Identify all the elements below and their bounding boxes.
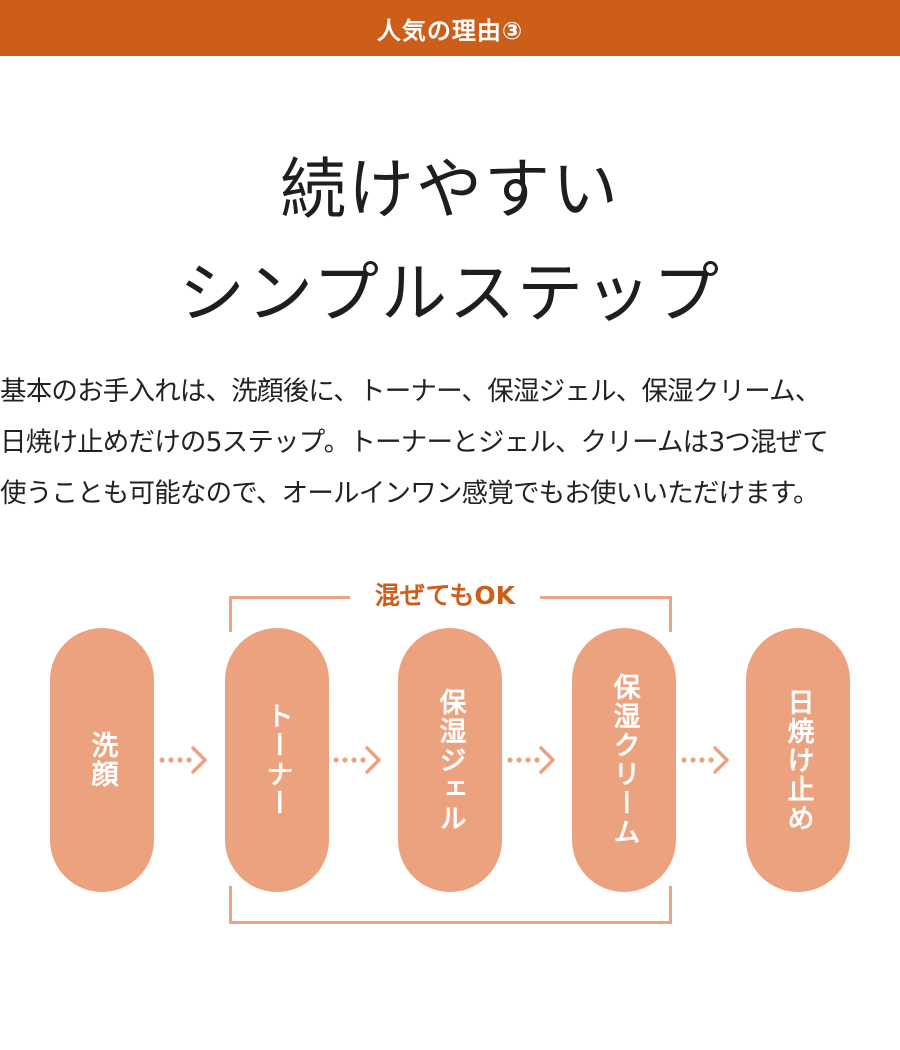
headline-line-2: シンプルステップ	[178, 255, 722, 332]
step-label: 保湿クリーム	[608, 673, 640, 847]
section-banner: 人気の理由③	[0, 0, 900, 56]
banner-title: 人気の理由③	[376, 16, 524, 45]
mix-bracket-bottom	[229, 886, 672, 924]
step-label: トーナー	[261, 702, 293, 818]
mix-ok-label: 混ぜてもOK	[350, 578, 540, 614]
description-line-3: 使うことも可能なので、オールインワン感覚でもお使いいただけます。	[0, 478, 820, 509]
step-toner: トーナー	[225, 628, 329, 892]
dotted-arrow-icon	[159, 746, 207, 774]
description-line-2: 日焼け止めだけの5ステップ。トーナーとジェル、クリームは3つ混ぜて	[0, 427, 829, 458]
dotted-arrow-icon	[333, 746, 381, 774]
headline-line-1: 続けやすい	[280, 151, 620, 228]
step-label: 保湿ジェル	[434, 687, 466, 833]
step-face-wash: 洗顔	[50, 628, 154, 892]
step-sunscreen: 日焼け止め	[746, 628, 850, 892]
dotted-arrow-icon	[681, 746, 729, 774]
description-line-1: 基本のお手入れは、洗顔後に、トーナー、保湿ジェル、保湿クリーム、	[0, 376, 821, 407]
dotted-arrow-icon	[507, 746, 555, 774]
step-moisture-cream: 保湿クリーム	[572, 628, 676, 892]
step-label: 日焼け止め	[782, 687, 814, 833]
description: 基本のお手入れは、洗顔後に、トーナー、保湿ジェル、保湿クリーム、 日焼け止めだけ…	[0, 366, 900, 519]
step-label: 洗顔	[86, 731, 118, 789]
headline: 続けやすい シンプルステップ	[0, 138, 900, 346]
step-moisture-gel: 保湿ジェル	[398, 628, 502, 892]
